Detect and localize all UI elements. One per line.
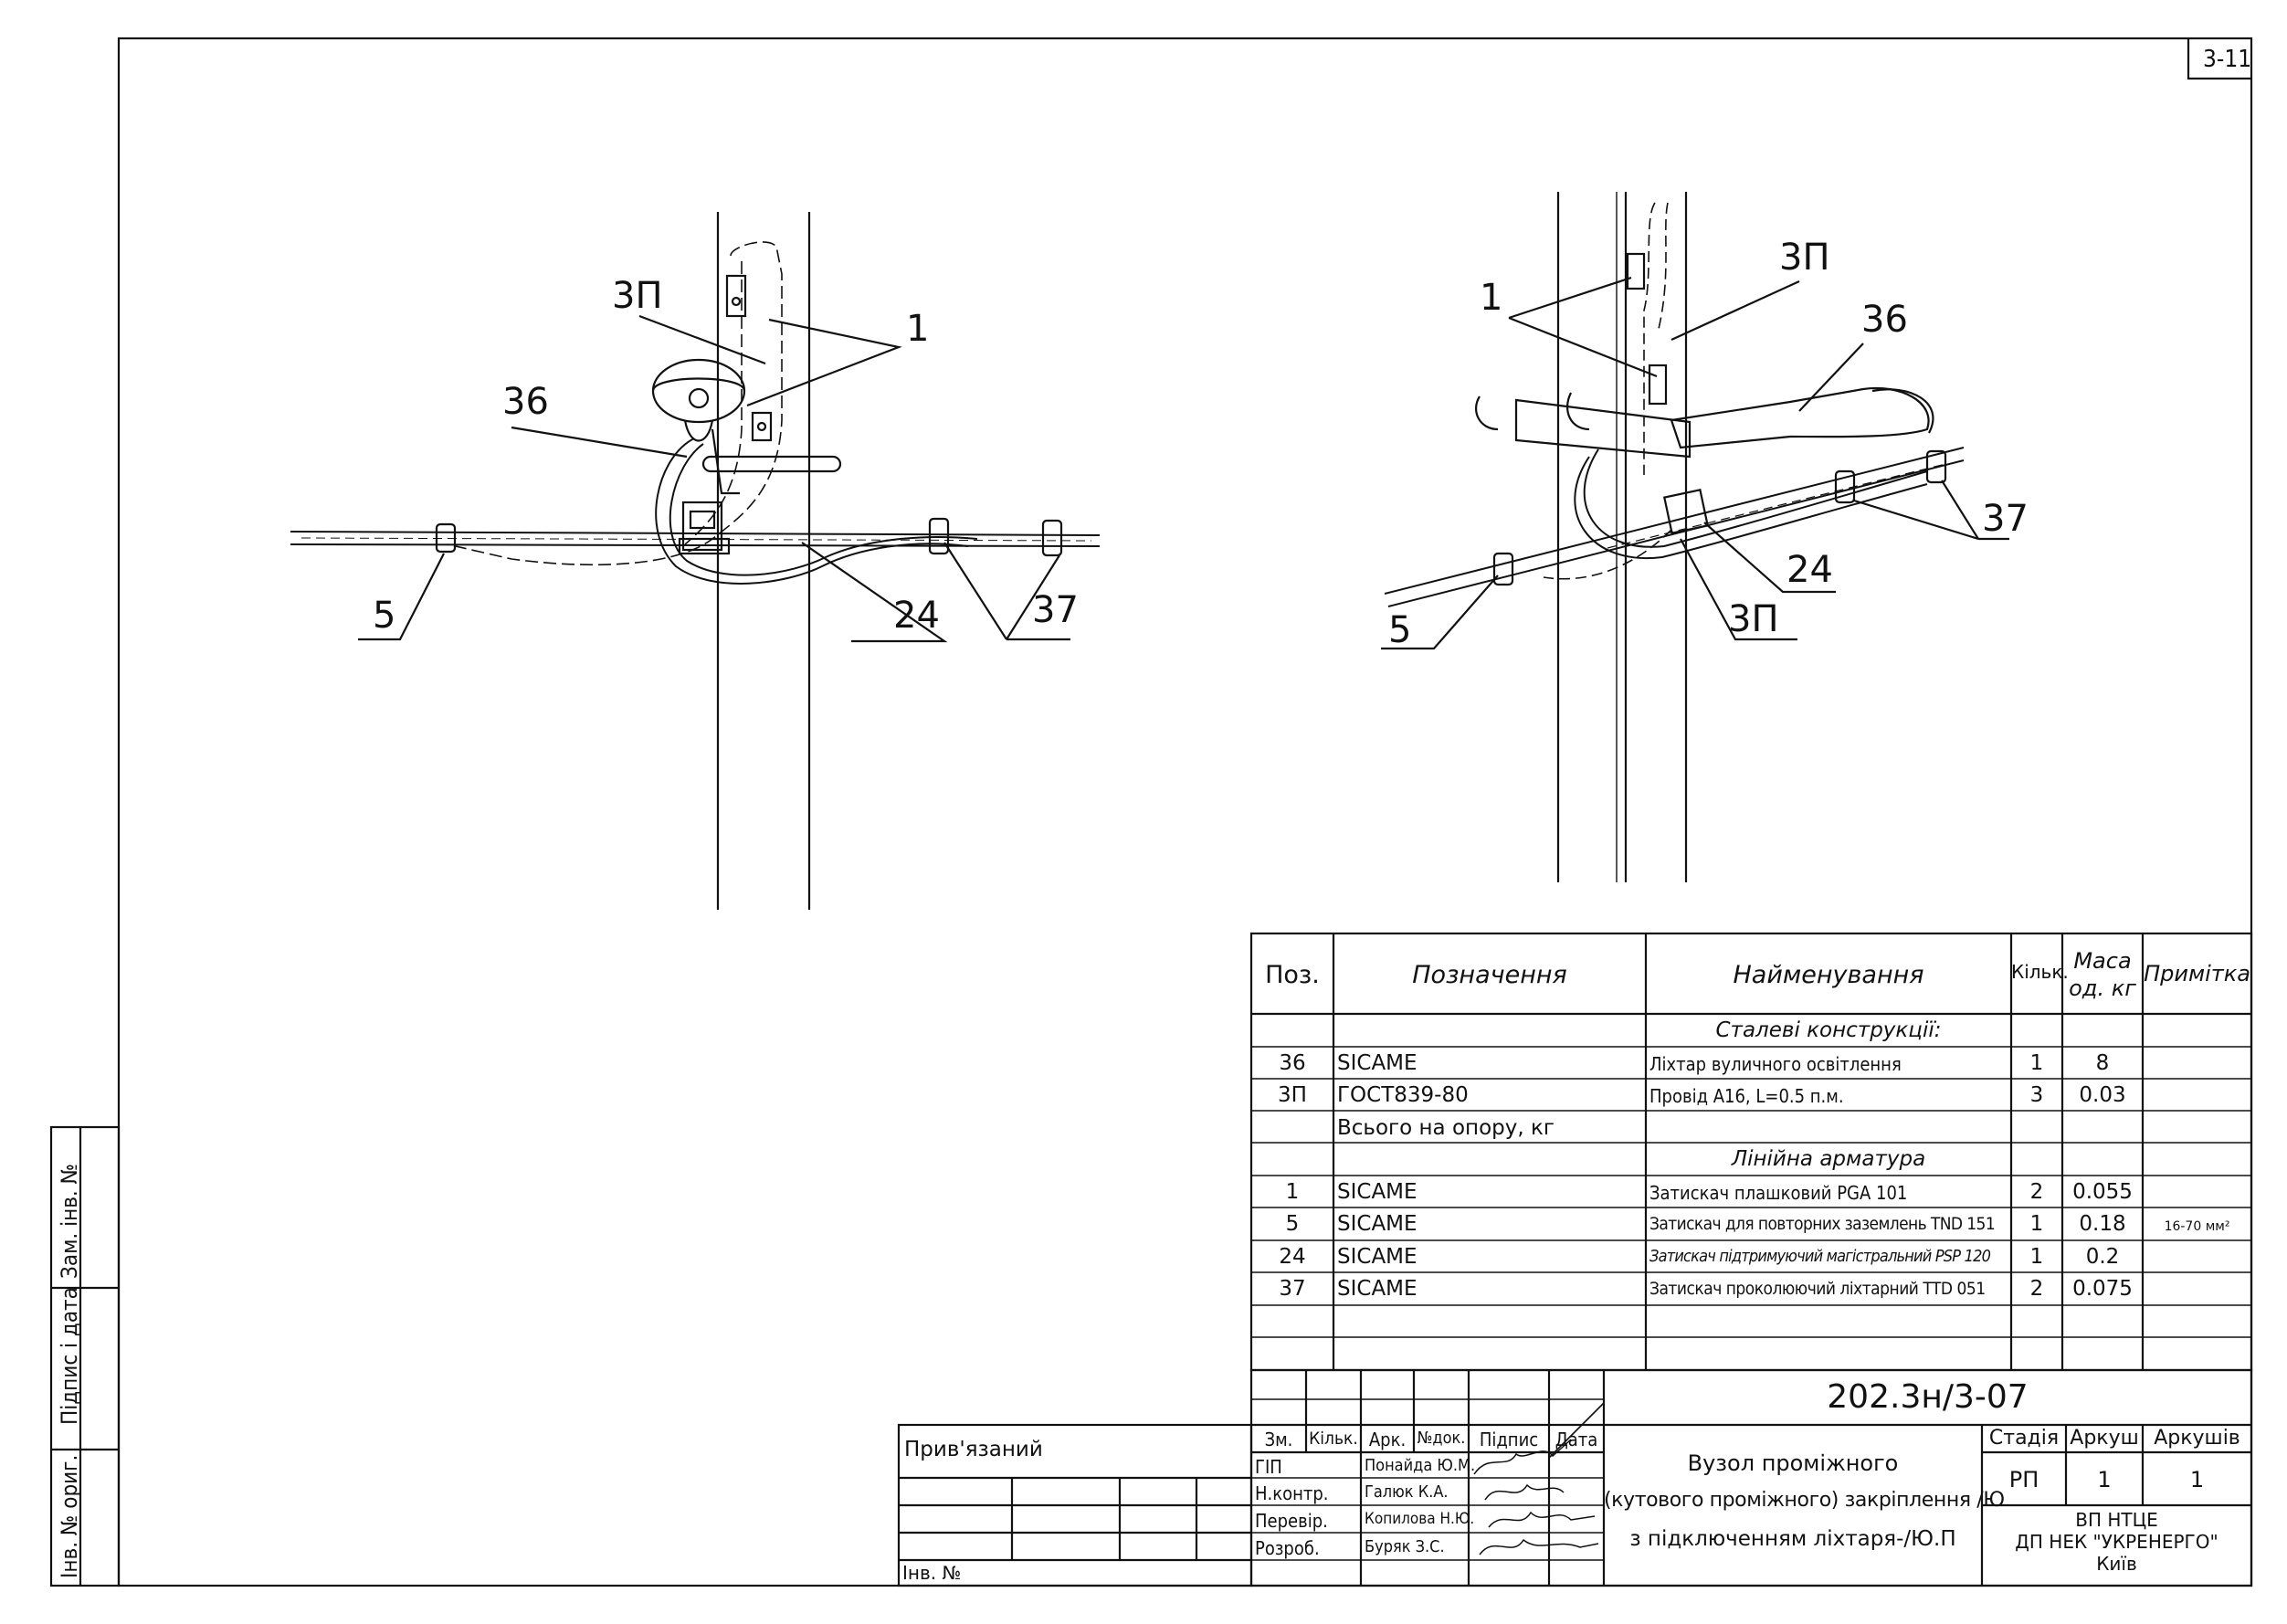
spec-row-37-name: Затискач проколюючий ліхтарний TTD 051 xyxy=(1649,1279,1986,1299)
side-stamp xyxy=(49,1125,121,1587)
spec-header-name: Найменування xyxy=(1733,961,1924,989)
right-label-37: 37 xyxy=(1982,498,2029,540)
spec-header-pos: Поз. xyxy=(1265,961,1320,989)
side-stamp-pidpys-data: Підпис і дата xyxy=(57,1287,82,1425)
left-label-36: 36 xyxy=(502,381,549,423)
role-nkontr-name: Галюк К.А. xyxy=(1365,1482,1449,1502)
side-stamp-zam-inv: Зам. інв. № xyxy=(57,1163,82,1279)
title-block-grid xyxy=(897,1368,2253,1587)
right-label-3p-bottom: 3П xyxy=(1728,598,1779,640)
right-label-1: 1 xyxy=(1480,277,1503,319)
spec-header-mass-1: Маса xyxy=(2073,948,2132,974)
change-header-zm: Зм. xyxy=(1264,1429,1293,1450)
title-line-2: (кутового проміжного) закріплення /Ю xyxy=(1604,1489,2005,1512)
stage-header: Стадія xyxy=(1988,1427,2060,1450)
right-label-24: 24 xyxy=(1786,549,1833,591)
spec-row-1-designation: SICAME xyxy=(1337,1180,1418,1204)
right-label-36: 36 xyxy=(1861,299,1908,341)
right-label-3p-top: 3П xyxy=(1779,237,1830,279)
spec-row-36-pos: 36 xyxy=(1279,1051,1306,1075)
left-label-37: 37 xyxy=(1032,589,1079,631)
left-label-3p: 3П xyxy=(612,275,663,317)
right-label-5: 5 xyxy=(1388,609,1412,651)
spec-header-qty: Кільк. xyxy=(2011,961,2069,983)
sheets-value: 1 xyxy=(2189,1467,2205,1492)
org-line-3: Київ xyxy=(2096,1553,2137,1575)
role-perevir: Перевір. xyxy=(1255,1510,1328,1532)
org-line-1: ВП НТЦЕ xyxy=(2075,1509,2158,1531)
clamp-1-upper xyxy=(725,274,747,318)
spec-total-label: Всього на опору, кг xyxy=(1337,1116,1555,1140)
sheet-frame xyxy=(117,37,2253,1587)
spec-row-24-qty: 1 xyxy=(2029,1245,2044,1269)
spec-section-fittings: Лінійна арматура xyxy=(1731,1147,1926,1171)
spec-row-24-name: Затискач підтримуючий магістральний PSP … xyxy=(1649,1247,1991,1266)
title-line-1: Вузол проміжного xyxy=(1687,1450,1899,1476)
spec-row-37-qty: 2 xyxy=(2029,1277,2044,1301)
spec-row-5-mass: 0.18 xyxy=(2079,1212,2126,1236)
spec-section-steel: Сталеві конструкції: xyxy=(1715,1018,1942,1042)
spec-row-37-designation: SICAME xyxy=(1337,1277,1418,1301)
inv-label: Інв. № xyxy=(902,1562,962,1584)
sheet-value: 1 xyxy=(2097,1467,2112,1492)
sheet-code-box xyxy=(2187,38,2251,80)
change-header-data: Дата xyxy=(1555,1429,1598,1450)
spec-row-1-name: Затискач плашковий PGA 101 xyxy=(1649,1182,1908,1204)
spec-row-37-pos: 37 xyxy=(1279,1277,1306,1301)
org-line-2: ДП НЕК "УКРЕНЕРГО" xyxy=(2015,1531,2218,1553)
role-rozrob: Розроб. xyxy=(1255,1537,1320,1559)
spec-row-36-mass: 8 xyxy=(2095,1051,2110,1075)
spec-row-24-designation: SICAME xyxy=(1337,1245,1418,1269)
spec-row-24-mass: 0.2 xyxy=(2085,1245,2120,1269)
sheet-header: Аркуш xyxy=(2070,1427,2139,1450)
sheet-code: 3-11 xyxy=(2203,46,2252,73)
spec-row-3p-qty: 3 xyxy=(2029,1083,2044,1107)
title-line-3: з підключенням ліхтаря-/Ю.П xyxy=(1629,1527,1956,1551)
right-view xyxy=(1381,192,2009,882)
change-header-kilk: Кільк. xyxy=(1309,1429,1358,1449)
spec-header-note: Примітка xyxy=(2144,961,2250,986)
left-view xyxy=(290,212,1101,910)
doc-number: 202.3н/3-07 xyxy=(1827,1378,2029,1416)
spec-row-5-note: 16-70 мм² xyxy=(2164,1219,2230,1234)
role-gip: ГІП xyxy=(1255,1456,1282,1478)
spec-row-1-qty: 2 xyxy=(2029,1180,2044,1204)
spec-row-5-name: Затискач для повторних заземлень TND 151 xyxy=(1649,1214,1996,1234)
spec-row-5-designation: SICAME xyxy=(1337,1212,1418,1236)
attached-label: Прив'язаний xyxy=(904,1438,1043,1461)
role-rozrob-name: Буряк З.С. xyxy=(1365,1537,1445,1556)
spec-row-5-qty: 1 xyxy=(2029,1212,2044,1236)
spec-table-grid xyxy=(1249,932,2253,1372)
spec-row-1-pos: 1 xyxy=(1285,1180,1300,1204)
spec-row-36-name: Ліхтар вуличного освітлення xyxy=(1649,1053,1902,1075)
spec-row-3p-pos: 3П xyxy=(1278,1083,1307,1107)
spec-row-36-designation: SICAME xyxy=(1337,1051,1418,1075)
spec-row-3p-mass: 0.03 xyxy=(2079,1083,2126,1107)
spec-row-36-qty: 1 xyxy=(2029,1051,2044,1075)
left-label-5: 5 xyxy=(373,595,396,637)
spec-row-5-pos: 5 xyxy=(1285,1212,1300,1236)
role-perevir-name: Копилова Н.Ю. xyxy=(1365,1510,1475,1528)
role-gip-name: Понайда Ю.М. xyxy=(1365,1456,1476,1475)
spec-row-3p-designation: ГОСТ839-80 xyxy=(1337,1083,1469,1107)
side-stamp-inv-orig: Інв. № ориг. xyxy=(57,1454,82,1578)
stage-value: РП xyxy=(2008,1467,2039,1492)
left-label-24: 24 xyxy=(893,595,940,637)
spec-row-24-pos: 24 xyxy=(1279,1245,1306,1269)
signatures xyxy=(1473,1439,1599,1555)
change-header-ndok: №док. xyxy=(1417,1429,1466,1448)
spec-row-3p-name: Провід А16, L=0.5 п.м. xyxy=(1649,1085,1844,1107)
spec-row-1-mass: 0.055 xyxy=(2072,1180,2133,1204)
sheets-header: Аркушів xyxy=(2154,1427,2240,1450)
left-label-1: 1 xyxy=(906,308,930,350)
role-nkontr: Н.контр. xyxy=(1255,1482,1329,1504)
change-header-pidpys: Підпис xyxy=(1479,1429,1539,1450)
spec-header-mass-2: од. кг xyxy=(2069,975,2136,1001)
change-header-ark: Арк. xyxy=(1368,1429,1407,1450)
clamp-1-lower xyxy=(751,411,773,442)
spec-header-designation: Позначення xyxy=(1412,961,1567,989)
spec-row-37-mass: 0.075 xyxy=(2072,1277,2133,1301)
